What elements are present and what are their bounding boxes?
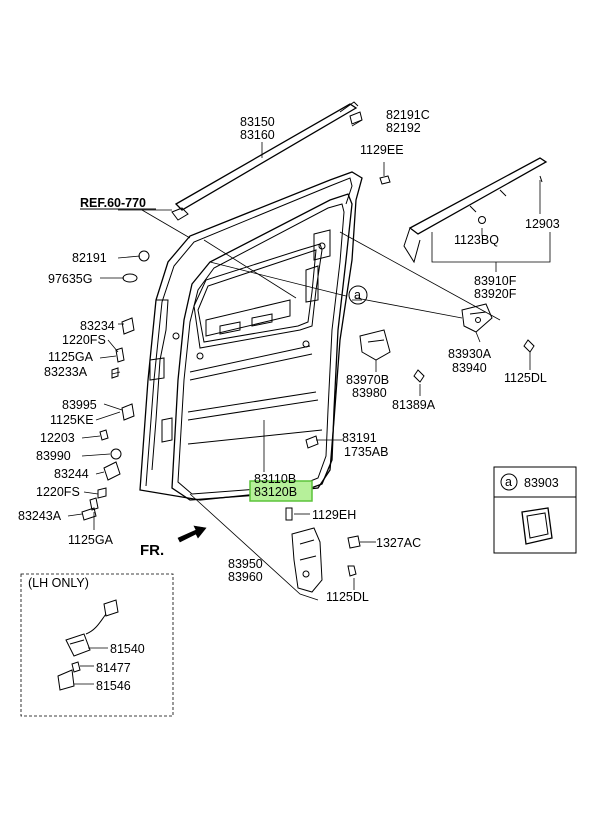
label-83920F: 83920F <box>474 287 517 301</box>
label-83243A: 83243A <box>18 509 62 523</box>
front-direction-arrow <box>177 525 207 543</box>
label-1220FS-top: 1220FS <box>62 333 106 347</box>
label-1125KE: 1125KE <box>50 413 94 427</box>
label-fr: FR. <box>140 542 164 559</box>
label-83160: 83160 <box>240 128 275 142</box>
lh-only-inset: (LH ONLY) 81540 81477 81546 <box>20 573 174 717</box>
label-83940: 83940 <box>452 361 487 375</box>
label-83233A: 83233A <box>44 365 88 379</box>
callout-a-circle <box>348 285 368 305</box>
label-83191: 83191 <box>342 431 377 445</box>
label-1327AC: 1327AC <box>376 536 421 550</box>
door-latch <box>285 507 361 593</box>
label-1125DL-bottom: 1125DL <box>326 590 369 604</box>
label-83120B: 83120B <box>254 485 297 499</box>
label-81477: 81477 <box>96 661 131 675</box>
leader-lines <box>67 119 551 601</box>
label-83903: 83903 <box>524 476 559 490</box>
label-81546: 81546 <box>96 679 131 693</box>
label-1123BQ: 1123BQ <box>454 233 499 247</box>
label-82191: 82191 <box>72 251 107 265</box>
label-81389A: 81389A <box>392 398 436 412</box>
label-lh-only: (LH ONLY) <box>28 576 89 590</box>
label-83110B: 83110B <box>254 472 296 486</box>
label-1220FS-bottom: 1220FS <box>36 485 80 499</box>
highlight-box <box>249 480 313 502</box>
center-hinge <box>461 303 535 353</box>
label-83244: 83244 <box>54 467 89 481</box>
door-panel <box>139 171 363 501</box>
label-83930A: 83930A <box>448 347 492 361</box>
label-1125GA-top: 1125GA <box>48 350 94 364</box>
label-83995: 83995 <box>62 398 97 412</box>
label-83990: 83990 <box>36 449 71 463</box>
label-81540: 81540 <box>110 642 145 656</box>
label-83980: 83980 <box>352 386 387 400</box>
label-12203: 12203 <box>40 431 75 445</box>
label-83960: 83960 <box>228 570 263 584</box>
callout-a-label: a <box>354 288 361 302</box>
label-83234: 83234 <box>80 319 115 333</box>
label-82191C: 82191C <box>386 108 430 122</box>
label-97635G: 97635G <box>48 272 92 286</box>
label-1735AB: 1735AB <box>344 445 388 459</box>
label-1125GA-bottom: 1125GA <box>68 533 114 547</box>
label-1125DL-right: 1125DL <box>504 371 547 385</box>
label-83150: 83150 <box>240 115 275 129</box>
lower-rail <box>403 157 548 264</box>
label-12903: 12903 <box>525 217 560 231</box>
label-1129EH: 1129EH <box>312 508 356 522</box>
label-1129EE: 1129EE <box>360 143 404 157</box>
part-83903-inset: a 83903 <box>493 466 577 554</box>
inset-callout-a: a <box>505 475 512 489</box>
lower-hinge-bracket <box>359 329 425 383</box>
label-ref-60-770: REF.60-770 <box>80 196 146 210</box>
upper-rail <box>171 101 359 221</box>
label-83910F: 83910F <box>474 274 517 288</box>
label-83970B: 83970B <box>346 373 389 387</box>
label-82192: 82192 <box>386 121 421 135</box>
label-83950: 83950 <box>228 557 263 571</box>
